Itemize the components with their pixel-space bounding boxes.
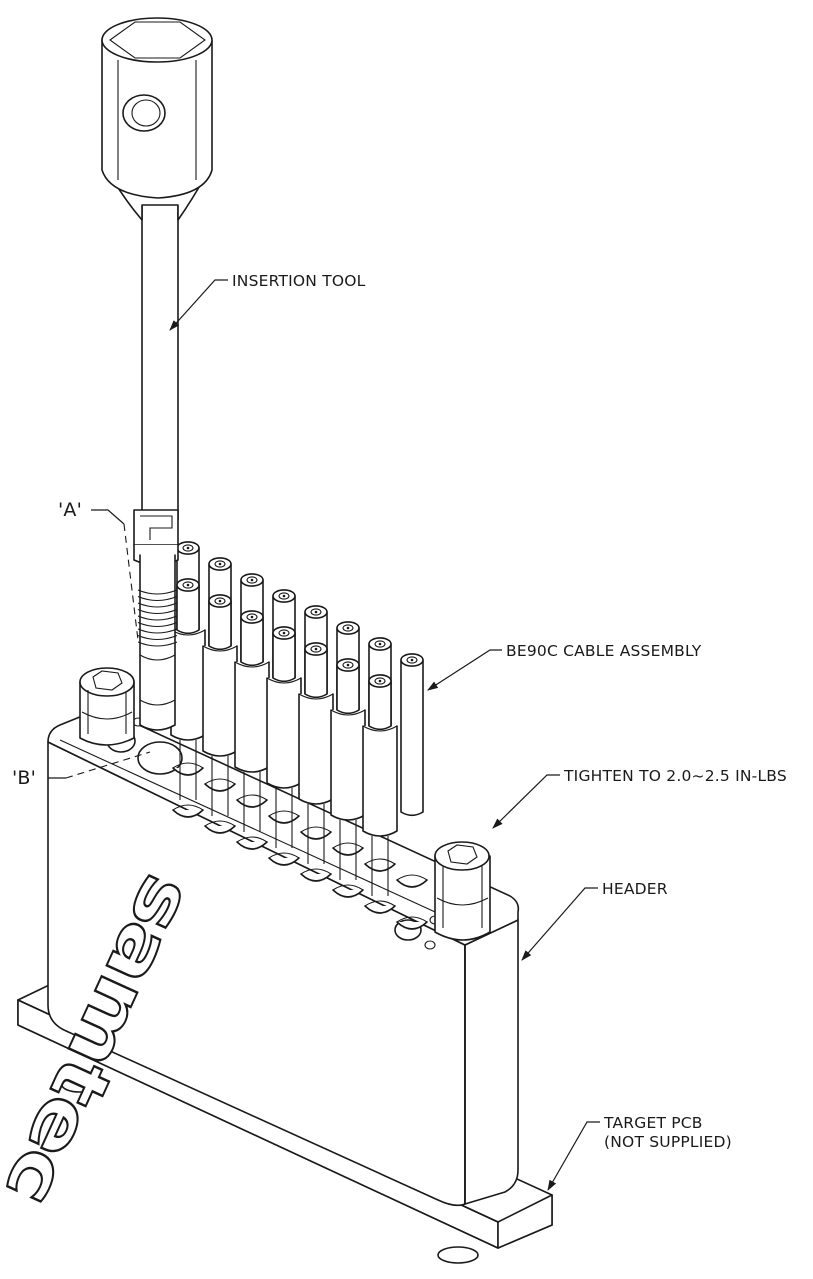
callout-cable-assembly: BE90C CABLE ASSEMBLY [427,642,702,691]
callout-detail-a: 'A' [58,499,139,641]
guide-post-left [79,667,135,746]
guide-post-right [434,841,491,941]
cable-sleeve [304,642,328,699]
callout-header: HEADER [521,880,668,961]
cable-sleeve [400,653,424,817]
cable-sleeve [240,610,264,667]
label-target-pcb-line1: TARGET PCB [603,1114,703,1132]
label-header: HEADER [602,880,668,898]
callout-tighten: TIGHTEN TO 2.0~2.5 IN-LBS [492,767,787,829]
cable-sleeve [272,626,296,683]
callout-target-pcb: TARGET PCB (NOT SUPPLIED) [547,1114,732,1191]
callout-insertion-tool: INSERTION TOOL [169,272,366,331]
cable-sleeve [176,578,200,635]
label-insertion-tool: INSERTION TOOL [232,272,366,290]
label-cable-assembly: BE90C CABLE ASSEMBLY [506,642,702,660]
cable-assembly-array [170,541,424,896]
cable-ferrule [234,610,270,832]
cable-ferrule [170,578,206,800]
insertion-tool [101,17,213,566]
cable-ferrule [362,674,398,896]
insertion-contact [137,554,178,731]
callout-detail-b: 'B' [12,751,151,789]
label-detail-a: 'A' [58,499,82,521]
label-detail-b: 'B' [12,767,36,789]
cable-sleeve [208,594,232,651]
pin-slot [396,874,428,930]
cable-sleeve [336,658,360,715]
label-tighten: TIGHTEN TO 2.0~2.5 IN-LBS [563,767,787,785]
label-target-pcb-line2: (NOT SUPPLIED) [604,1133,732,1151]
cable-ferrule [298,642,334,864]
cable-ferrule [330,658,366,880]
cable-sleeve [368,674,392,731]
